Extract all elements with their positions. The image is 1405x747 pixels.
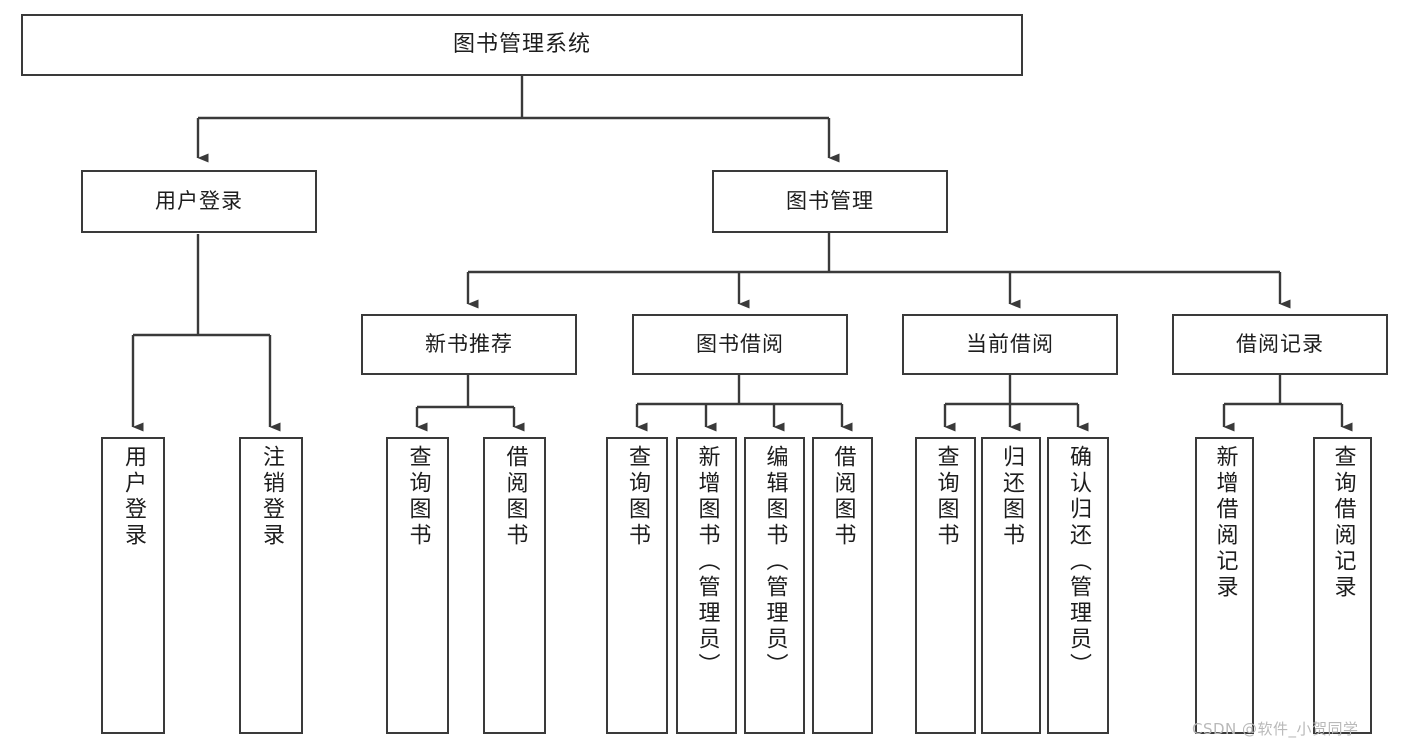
- leaf-book-borrow-borrow[interactable]: 借阅图书: [812, 437, 873, 734]
- leaf-book-borrow-edit[interactable]: 编辑图书（管理员）: [744, 437, 805, 734]
- leaf-book-borrow-query[interactable]: 查询图书: [606, 437, 668, 734]
- node-label: 用户登录: [155, 189, 243, 214]
- node-label: 归还图书: [999, 445, 1024, 549]
- node-label: 图书管理系统: [452, 32, 591, 58]
- node-book-borrow[interactable]: 图书借阅: [632, 314, 848, 375]
- leaf-user-login-logout[interactable]: 注销登录: [239, 437, 303, 734]
- node-label: 查询图书: [625, 445, 650, 549]
- node-label: 编辑图书（管理员）: [762, 445, 788, 679]
- leaf-new-book-borrow[interactable]: 借阅图书: [483, 437, 546, 734]
- node-label: 用户登录: [121, 445, 146, 549]
- node-label: 借阅图书: [830, 445, 856, 549]
- node-label: 借阅记录: [1236, 332, 1324, 357]
- node-root-system[interactable]: 图书管理系统: [21, 14, 1023, 76]
- leaf-current-borrow-confirm[interactable]: 确认归还（管理员）: [1047, 437, 1109, 734]
- node-label: 当前借阅: [966, 332, 1054, 357]
- node-label: 新增图书（管理员）: [694, 445, 720, 679]
- node-label: 新增借阅记录: [1212, 445, 1238, 601]
- node-label: 借阅图书: [502, 445, 528, 549]
- node-new-book-recommend[interactable]: 新书推荐: [361, 314, 577, 375]
- node-label: 图书管理: [786, 189, 874, 214]
- node-label: 查询图书: [405, 445, 431, 549]
- node-label: 查询借阅记录: [1330, 445, 1356, 601]
- node-label: 新书推荐: [425, 332, 513, 357]
- node-label: 查询图书: [933, 445, 959, 549]
- leaf-current-borrow-query[interactable]: 查询图书: [915, 437, 976, 734]
- leaf-new-book-query[interactable]: 查询图书: [386, 437, 449, 734]
- leaf-borrow-record-add[interactable]: 新增借阅记录: [1195, 437, 1254, 734]
- node-book-management[interactable]: 图书管理: [712, 170, 948, 233]
- node-label: 注销登录: [259, 445, 284, 549]
- node-label: 图书借阅: [696, 332, 784, 357]
- leaf-book-borrow-add[interactable]: 新增图书（管理员）: [676, 437, 737, 734]
- node-borrow-record[interactable]: 借阅记录: [1172, 314, 1388, 375]
- leaf-current-borrow-return[interactable]: 归还图书: [981, 437, 1041, 734]
- leaf-borrow-record-query[interactable]: 查询借阅记录: [1313, 437, 1372, 734]
- node-user-login[interactable]: 用户登录: [81, 170, 317, 233]
- node-label: 确认归还（管理员）: [1066, 445, 1091, 679]
- node-current-borrow[interactable]: 当前借阅: [902, 314, 1118, 375]
- leaf-user-login-login[interactable]: 用户登录: [101, 437, 165, 734]
